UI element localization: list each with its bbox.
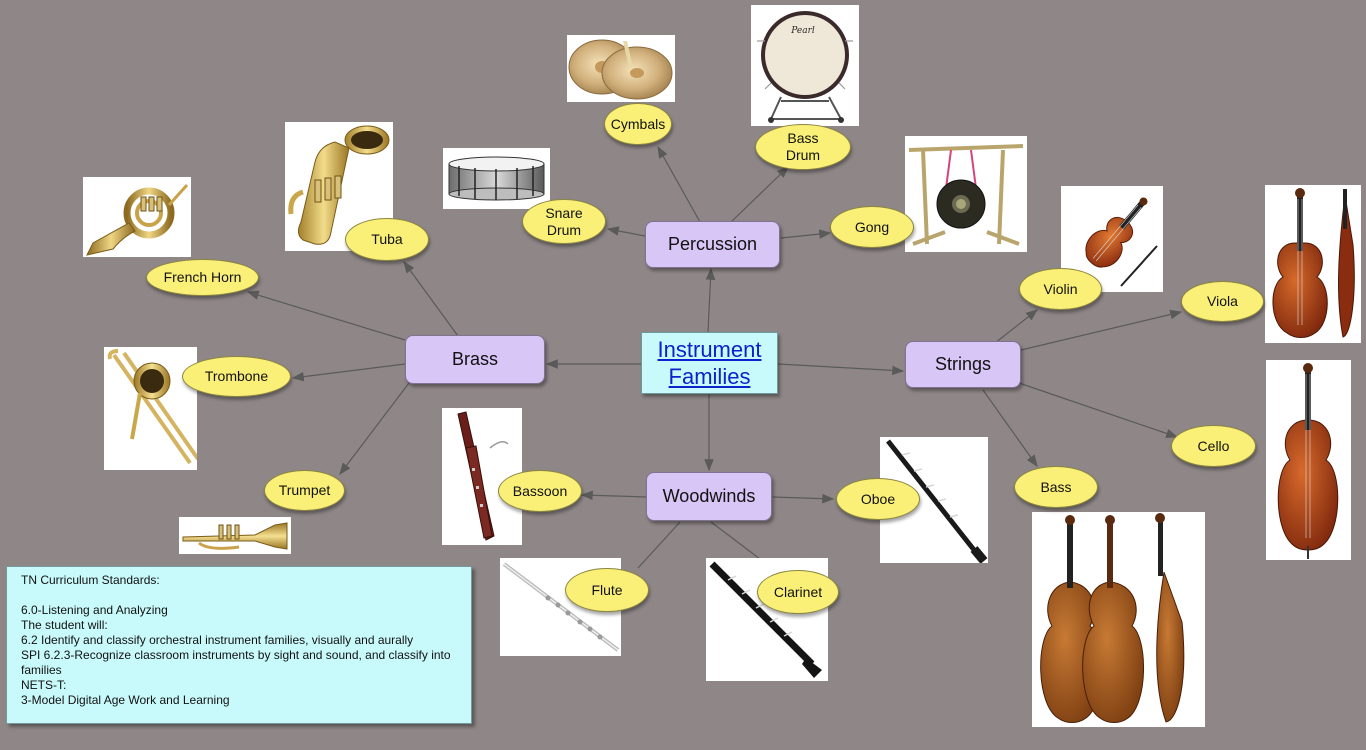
instrument-node-tuba[interactable]: Tuba bbox=[345, 218, 429, 261]
instrument-node-oboe[interactable]: Oboe bbox=[836, 478, 920, 520]
instrument-node-bass-drum[interactable]: Bass Drum bbox=[755, 124, 851, 170]
root-node-instrument-families[interactable]: Instrument Families bbox=[641, 332, 778, 394]
instrument-node-cymbals[interactable]: Cymbals bbox=[604, 103, 672, 145]
standards-line: SPI 6.2.3-Recognize classroom instrument… bbox=[21, 648, 451, 662]
link-percussion-gong bbox=[780, 229, 832, 239]
standards-line: TN Curriculum Standards: bbox=[21, 573, 160, 587]
link-brass-trumpet bbox=[339, 382, 410, 475]
link-brass-horn bbox=[246, 290, 406, 341]
link-root-strings bbox=[777, 363, 905, 376]
instrument-node-flute[interactable]: Flute bbox=[565, 568, 649, 612]
trumpet-image bbox=[179, 517, 291, 554]
viola-image bbox=[1265, 185, 1361, 343]
instrument-node-trumpet[interactable]: Trumpet bbox=[264, 470, 345, 511]
oboe-image bbox=[880, 437, 988, 563]
link-percussion-snare bbox=[606, 226, 646, 237]
link-strings-bass bbox=[982, 389, 1038, 467]
instrument-node-french-horn[interactable]: French Horn bbox=[146, 259, 259, 296]
family-node-brass[interactable]: Brass bbox=[405, 335, 545, 384]
standards-line: families bbox=[21, 663, 62, 677]
link-brass-trombone bbox=[291, 363, 406, 382]
instrument-node-bassoon[interactable]: Bassoon bbox=[498, 470, 582, 512]
link-root-percussion bbox=[705, 267, 716, 333]
instrument-node-clarinet[interactable]: Clarinet bbox=[757, 570, 839, 614]
link-woodwinds-flute bbox=[637, 521, 681, 569]
standards-line bbox=[21, 588, 457, 603]
link-percussion-cymbals bbox=[657, 145, 701, 223]
instrument-node-viola[interactable]: Viola bbox=[1181, 281, 1264, 322]
link-strings-cello bbox=[1018, 382, 1179, 439]
standards-line: 3-Model Digital Age Work and Learning bbox=[21, 693, 230, 707]
link-percussion-bassdrum bbox=[730, 166, 789, 223]
standards-line: 6.2 Identify and classify orchestral ins… bbox=[21, 633, 414, 647]
link-brass-tuba bbox=[403, 261, 459, 337]
standards-line: 6.0-Listening and Analyzing bbox=[21, 603, 168, 617]
family-node-strings[interactable]: Strings bbox=[905, 341, 1021, 388]
link-strings-violin bbox=[994, 309, 1038, 344]
standards-line: NETS-T: bbox=[21, 678, 67, 692]
link-woodwinds-bassoon bbox=[580, 490, 648, 501]
instrument-node-cello[interactable]: Cello bbox=[1171, 425, 1256, 467]
curriculum-standards-note: TN Curriculum Standards: 6.0-Listening a… bbox=[6, 566, 472, 724]
link-woodwinds-clarinet bbox=[710, 521, 761, 560]
cello-image bbox=[1266, 360, 1351, 560]
instrument-node-gong[interactable]: Gong bbox=[830, 206, 914, 248]
instrument-node-bass[interactable]: Bass bbox=[1014, 466, 1098, 508]
link-strings-viola bbox=[1020, 309, 1183, 351]
family-node-woodwinds[interactable]: Woodwinds bbox=[646, 472, 772, 521]
family-node-percussion[interactable]: Percussion bbox=[645, 221, 780, 268]
snare-drum-image bbox=[443, 148, 550, 209]
gong-image bbox=[905, 136, 1027, 252]
instrument-node-trombone[interactable]: Trombone bbox=[182, 356, 291, 397]
bass-drum-logo-text: Pearl bbox=[790, 26, 815, 36]
bass-drum-image: Pearl bbox=[751, 5, 859, 126]
french-horn-image bbox=[83, 177, 191, 257]
standards-line: The student will: bbox=[21, 618, 108, 632]
link-woodwinds-oboe bbox=[772, 493, 835, 504]
double-bass-image bbox=[1032, 512, 1205, 727]
trombone-image bbox=[104, 347, 197, 470]
instrument-node-snare-drum[interactable]: Snare Drum bbox=[522, 199, 606, 244]
instrument-node-violin[interactable]: Violin bbox=[1019, 268, 1102, 310]
cymbals-image bbox=[567, 35, 675, 102]
